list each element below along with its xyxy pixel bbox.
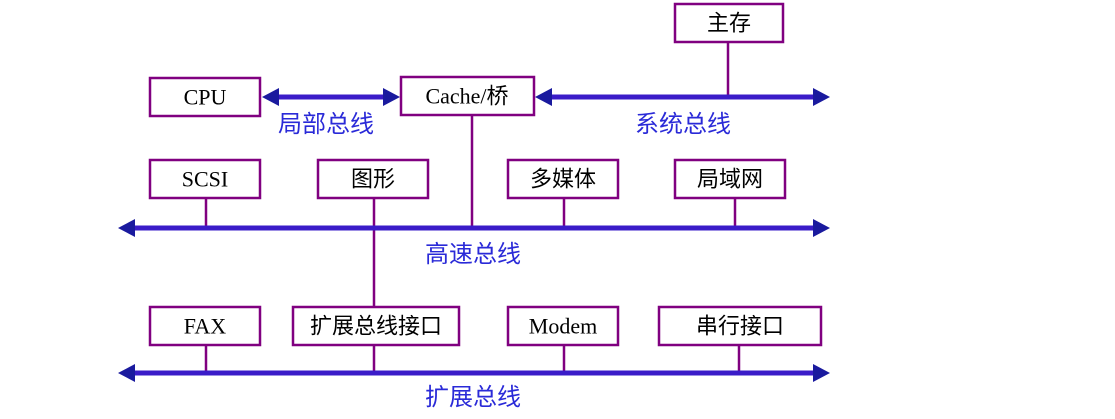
box-cpu-label: CPU [184, 85, 227, 110]
box-main-memory: 主存 [673, 2, 785, 44]
high-speed-bus-arrow [118, 219, 830, 237]
high-speed-bus-label: 高速总线 [425, 240, 521, 268]
box-expansion-interface: 扩展总线接口 [291, 305, 461, 347]
box-graphics-label: 图形 [351, 167, 395, 192]
box-modem-label: Modem [529, 314, 597, 339]
box-graphics: 图形 [316, 158, 430, 200]
box-fax: FAX [148, 305, 262, 347]
box-cache-bridge: Cache/桥 [399, 75, 536, 117]
expansion-bus-arrow [118, 364, 830, 382]
box-main-memory-label: 主存 [707, 11, 751, 36]
box-expansion-interface-label: 扩展总线接口 [310, 314, 442, 339]
box-multimedia-label: 多媒体 [530, 167, 596, 192]
box-fax-label: FAX [184, 314, 226, 339]
box-multimedia: 多媒体 [506, 158, 620, 200]
box-lan: 局域网 [673, 158, 787, 200]
local-bus-label: 局部总线 [278, 110, 374, 138]
box-cache-bridge-label: Cache/桥 [425, 84, 508, 109]
box-lan-label: 局域网 [697, 167, 763, 192]
box-cpu: CPU [148, 76, 262, 118]
box-serial-port-label: 串行接口 [696, 314, 784, 339]
system-bus-arrow [535, 88, 830, 106]
box-scsi: SCSI [148, 158, 262, 200]
box-serial-port: 串行接口 [657, 305, 823, 347]
box-scsi-label: SCSI [182, 167, 228, 192]
local-bus-arrow [262, 88, 400, 106]
expansion-bus-label: 扩展总线 [425, 383, 521, 411]
system-bus-label: 系统总线 [635, 110, 731, 138]
box-modem: Modem [506, 305, 620, 347]
